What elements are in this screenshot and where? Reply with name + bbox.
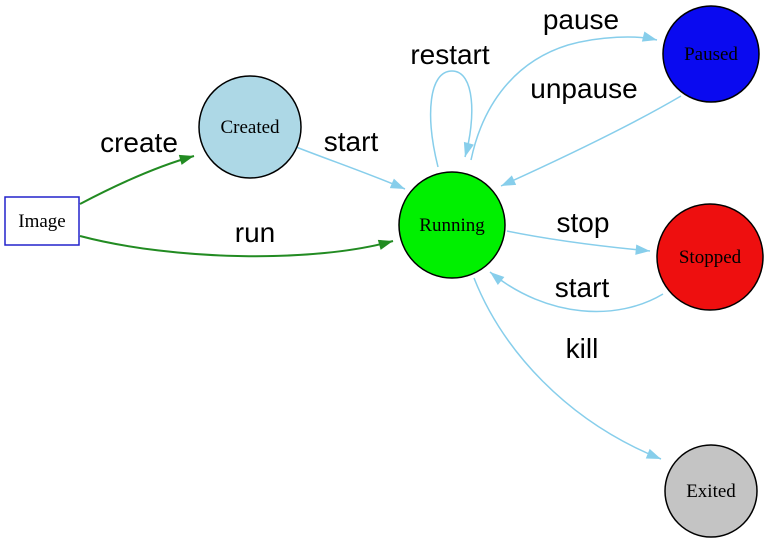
edges-group: [79, 31, 682, 460]
node-image-box: [4, 196, 80, 246]
edge-create: [79, 154, 195, 205]
node-label-stopped: Stopped: [679, 247, 742, 268]
edge-start-created-running: [295, 146, 406, 190]
edge-label-start-created: start: [324, 126, 379, 157]
edge-label-run: run: [235, 217, 275, 248]
node-exited: [664, 444, 758, 538]
edge-label-unpause: unpause: [530, 73, 637, 104]
edge-label-kill: kill: [566, 333, 599, 364]
edge-labels-group: create run start restart pause unpause s…: [100, 4, 638, 364]
edge-kill: [473, 277, 662, 460]
edge-label-start-stopped: start: [555, 272, 610, 303]
node-label-paused: Paused: [684, 44, 738, 65]
node-labels-group: Image Created Running Paused Stopped Exi…: [18, 44, 741, 502]
edge-label-stop: stop: [557, 207, 610, 238]
edge-label-create: create: [100, 127, 178, 158]
node-label-created: Created: [220, 117, 280, 138]
edge-unpause: [500, 95, 682, 187]
node-label-image: Image: [18, 211, 65, 232]
edge-pause: [470, 31, 658, 161]
node-created: [198, 75, 302, 179]
edge-label-pause: pause: [543, 4, 619, 35]
node-label-exited: Exited: [686, 481, 736, 502]
edge-label-restart: restart: [410, 39, 490, 70]
edge-restart-self-loop: [429, 70, 474, 168]
edge-stop: [506, 230, 651, 255]
node-label-running: Running: [419, 215, 485, 236]
edge-start-stopped-running: [489, 271, 664, 313]
nodes-group: [4, 5, 764, 538]
node-paused: [662, 5, 760, 103]
edge-run: [79, 235, 394, 258]
node-stopped: [656, 203, 764, 311]
node-running: [398, 171, 506, 279]
